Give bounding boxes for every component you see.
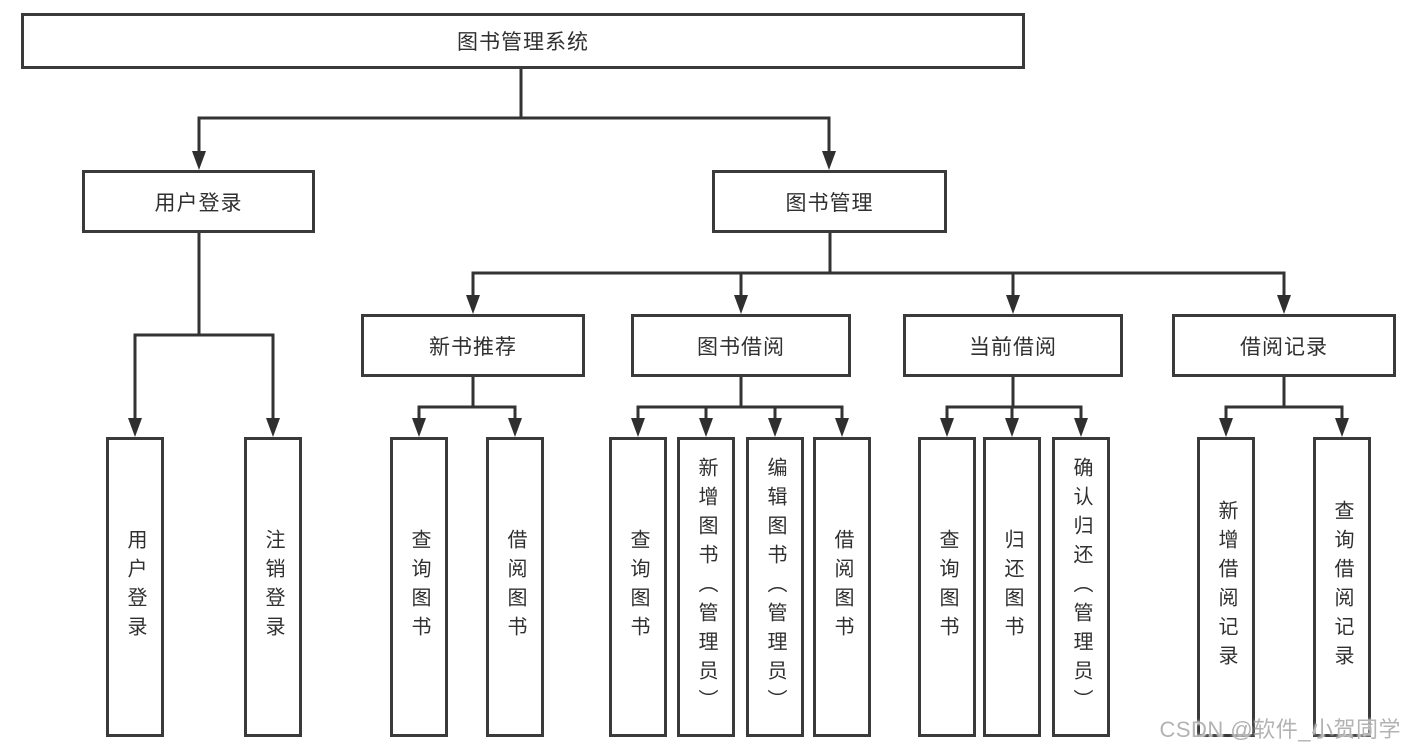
leaf-confirm-return-admin-label: 确认归还（管理员） bbox=[1070, 456, 1092, 718]
node-book-borrow-label: 图书借阅 bbox=[697, 335, 785, 359]
leaf-query-borrow-record: 查询借阅记录 bbox=[1313, 437, 1371, 737]
node-current-borrow-label: 当前借阅 bbox=[969, 335, 1057, 359]
leaf-add-books-admin-label: 新增图书（管理员） bbox=[695, 456, 717, 718]
leaf-user-login-label: 用户登录 bbox=[124, 529, 146, 645]
leaf-user-login: 用户登录 bbox=[106, 437, 164, 737]
connector-newbook-to-leaves bbox=[417, 377, 517, 423]
leaf-return-books: 归还图书 bbox=[983, 437, 1041, 737]
leaf-confirm-return-admin: 确认归还（管理员） bbox=[1052, 437, 1110, 737]
node-new-book-recommend-label: 新书推荐 bbox=[429, 335, 517, 359]
node-library-management-system-label: 图书管理系统 bbox=[457, 31, 589, 54]
csdn-watermark: CSDN @软件_小贺同学 bbox=[1159, 717, 1401, 742]
node-book-management-label: 图书管理 bbox=[785, 191, 874, 215]
connector-borrow-to-leaves bbox=[636, 377, 844, 423]
leaf-query-books-current-label: 查询图书 bbox=[936, 529, 958, 645]
node-user-login-label: 用户登录 bbox=[154, 191, 243, 215]
node-book-management: 图书管理 bbox=[712, 170, 947, 233]
node-new-book-recommend: 新书推荐 bbox=[361, 314, 585, 377]
leaf-query-books-borrow: 查询图书 bbox=[609, 437, 667, 737]
leaf-logout-label: 注销登录 bbox=[262, 529, 284, 645]
node-borrow-records-label: 借阅记录 bbox=[1240, 335, 1328, 359]
leaf-logout: 注销登录 bbox=[244, 437, 302, 737]
node-borrow-records: 借阅记录 bbox=[1172, 314, 1396, 377]
leaf-edit-books-admin: 编辑图书（管理员） bbox=[746, 437, 804, 737]
leaf-query-books-recommend-label: 查询图书 bbox=[408, 529, 430, 645]
leaf-borrow-books-label: 借阅图书 bbox=[831, 529, 853, 645]
connector-bookmgmt-to-level3 bbox=[471, 233, 1286, 300]
node-book-borrow: 图书借阅 bbox=[631, 314, 851, 377]
leaf-add-borrow-record-label: 新增借阅记录 bbox=[1215, 500, 1237, 674]
leaf-query-books-borrow-label: 查询图书 bbox=[627, 529, 649, 645]
node-current-borrow: 当前借阅 bbox=[903, 314, 1123, 377]
connector-current-to-leaves bbox=[945, 377, 1083, 423]
node-user-login: 用户登录 bbox=[82, 170, 315, 233]
leaf-add-borrow-record: 新增借阅记录 bbox=[1197, 437, 1255, 737]
leaf-borrow-books: 借阅图书 bbox=[813, 437, 871, 737]
leaf-borrow-books-recommend-label: 借阅图书 bbox=[504, 529, 526, 645]
connector-root-to-level2 bbox=[197, 69, 831, 156]
leaf-return-books-label: 归还图书 bbox=[1001, 529, 1023, 645]
leaf-query-books-current: 查询图书 bbox=[918, 437, 976, 737]
leaf-edit-books-admin-label: 编辑图书（管理员） bbox=[764, 456, 786, 718]
leaf-query-books-recommend: 查询图书 bbox=[390, 437, 448, 737]
connector-records-to-leaves bbox=[1224, 377, 1344, 423]
arrowheads bbox=[128, 151, 1349, 437]
node-library-management-system: 图书管理系统 bbox=[21, 13, 1025, 69]
leaf-add-books-admin: 新增图书（管理员） bbox=[677, 437, 735, 737]
leaf-query-borrow-record-label: 查询借阅记录 bbox=[1331, 500, 1353, 674]
leaf-borrow-books-recommend: 借阅图书 bbox=[486, 437, 544, 737]
connector-userlogin-to-leaves bbox=[133, 233, 275, 423]
